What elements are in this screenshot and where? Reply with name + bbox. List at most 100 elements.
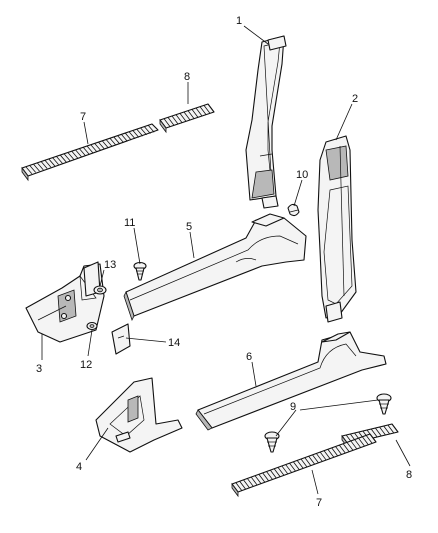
rib-line [239, 480, 246, 490]
rib-line [121, 134, 128, 142]
rib-line [293, 461, 300, 471]
rib-line [175, 114, 183, 123]
rib-line [254, 475, 262, 484]
cover-plate-14 [111, 323, 131, 355]
scuff-plate-short-top [159, 103, 215, 134]
rib-line [94, 143, 101, 151]
rib-line [132, 130, 140, 138]
rib-line [128, 131, 136, 140]
rib-line [63, 153, 71, 162]
rib-line [29, 165, 36, 173]
leader-14 [125, 337, 167, 343]
rib-line [266, 471, 273, 480]
rib-line [258, 474, 266, 483]
leader-9-b [275, 409, 297, 437]
rib-line [98, 141, 105, 150]
rib-line [195, 107, 203, 117]
rib-line [183, 111, 191, 121]
callout-8-top: 8 [184, 71, 190, 83]
rib-line [370, 428, 378, 438]
callout-7-bottom: 7 [316, 497, 322, 509]
fastener-12 [86, 321, 98, 331]
rib-line [71, 150, 79, 159]
rib-line [136, 128, 144, 137]
leader-lines [41, 25, 411, 495]
rib-line [101, 140, 109, 149]
callout-5: 5 [186, 221, 192, 233]
callout-10: 10 [296, 169, 308, 181]
rib-line [250, 476, 258, 486]
rib-line [354, 439, 361, 448]
rib-line [346, 442, 354, 451]
rib-line [147, 125, 155, 133]
rib-line [247, 478, 254, 487]
rib-line [362, 436, 369, 446]
scuff-plate-long-bottom [231, 433, 377, 498]
rib-line [243, 479, 250, 489]
leader-10 [293, 179, 303, 207]
rib-line [308, 455, 315, 465]
rib-line [79, 148, 86, 156]
callout-9: 9 [290, 401, 296, 413]
rib-line [270, 469, 277, 479]
rib-line [40, 161, 48, 169]
rib-line [56, 156, 63, 164]
callout-2: 2 [352, 93, 358, 105]
callout-labels: 1 2 3 4 5 6 7 7 8 8 9 10 11 12 13 14 [36, 15, 412, 509]
rib-line [171, 115, 179, 125]
leader-13 [99, 269, 105, 287]
rib-line [33, 163, 40, 172]
callout-1: 1 [236, 15, 242, 27]
pillar-trim-1 [245, 35, 287, 209]
rib-line [383, 425, 390, 435]
scuff-plate-long-top [21, 123, 159, 182]
rib-line [109, 137, 117, 146]
rib-line [144, 126, 151, 134]
leader-6 [251, 361, 257, 387]
rib-line [86, 145, 94, 154]
rib-line [323, 450, 331, 459]
leader-8-bottom [395, 439, 411, 467]
leader-9-a [299, 399, 379, 411]
rib-line [335, 446, 342, 455]
rib-line [117, 135, 124, 143]
rib-line [273, 468, 281, 477]
callout-14: 14 [168, 337, 180, 349]
leader-11 [133, 227, 141, 265]
rib-line [140, 127, 147, 136]
leader-5 [189, 231, 195, 259]
callout-11: 11 [124, 217, 135, 229]
rib-line [105, 139, 113, 147]
rib-line [379, 426, 386, 436]
scuff-plate-ribs [163, 105, 211, 127]
leader-12 [87, 329, 93, 357]
rib-line [304, 457, 312, 466]
rib-line [113, 136, 121, 145]
rib-line [350, 440, 358, 450]
scuff-plate-ribs [235, 435, 373, 491]
rib-line [36, 162, 44, 171]
rib-line [312, 454, 319, 464]
rib-line [179, 113, 187, 122]
clip-10 [287, 203, 300, 217]
rib-line [67, 152, 75, 160]
rib-line [296, 460, 304, 469]
rib-line [327, 449, 335, 458]
rib-line [358, 437, 365, 447]
leader-7-bottom [311, 469, 319, 495]
leader-1 [243, 25, 269, 45]
rib-line [342, 443, 350, 452]
rib-line [44, 159, 52, 168]
callout-8-bottom: 8 [406, 469, 412, 481]
rib-line [235, 482, 243, 491]
rib-line [75, 149, 82, 158]
rib-line [316, 453, 323, 462]
rib-line [48, 158, 56, 167]
clip-13 [93, 285, 107, 295]
scuff-plate-ribs [25, 125, 155, 174]
rib-line [167, 117, 175, 126]
rib-line [90, 144, 98, 152]
screw-11 [133, 261, 147, 281]
rib-line [289, 462, 296, 472]
